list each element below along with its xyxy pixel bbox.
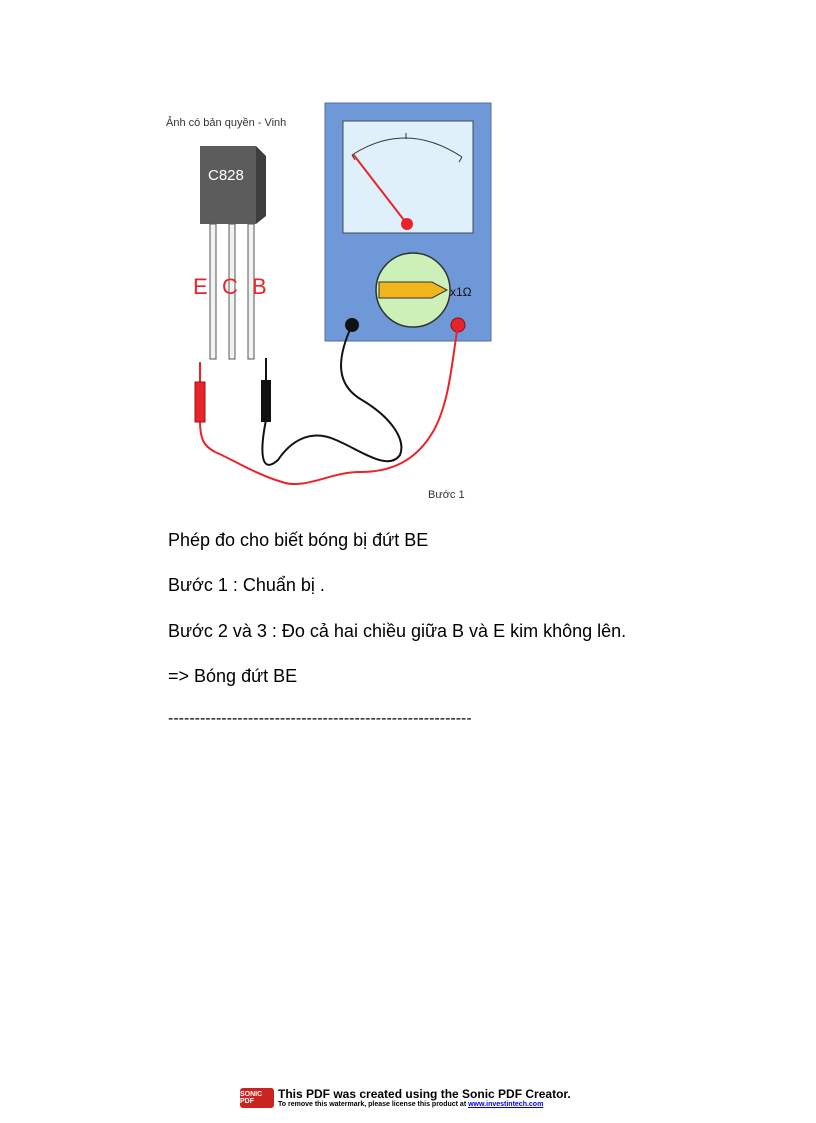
transistor-label: C828 — [208, 167, 244, 184]
pdf-watermark: SONIC PDF This PDF was created using the… — [240, 1086, 600, 1110]
red-probe — [194, 362, 206, 423]
red-wire — [199, 324, 459, 486]
copyright-text: Ảnh có bản quyền - Vinh — [166, 116, 286, 129]
transistor: C828 E C B — [193, 146, 267, 360]
watermark-brand: Sonic PDF Creator. — [462, 1087, 571, 1101]
black-wire — [261, 324, 403, 466]
watermark-link[interactable]: www.investintech.com — [468, 1101, 544, 1108]
diagram-svg: Ảnh có bản quyền - Vinh C828 E C B — [166, 102, 492, 501]
watermark-line2-prefix: To remove this watermark, please license… — [278, 1101, 469, 1108]
meter-face — [342, 120, 474, 234]
black-probe — [261, 358, 271, 422]
transistor-body — [200, 146, 256, 224]
paragraph-diagnosis: Phép đo cho biết bóng bị đứt BE — [168, 530, 429, 550]
paragraph-conclusion: => Bóng đứt BE — [168, 666, 298, 686]
pin-c — [228, 223, 236, 360]
multimeter-diagram: Ảnh có bản quyền - Vinh C828 E C B — [160, 100, 500, 510]
pin-e — [209, 223, 217, 360]
separator-line: ----------------------------------------… — [168, 710, 472, 727]
paragraph-step1: Bước 1 : Chuẩn bị . — [168, 575, 325, 595]
multimeter: x1Ω — [324, 102, 492, 342]
watermark-line1: This PDF was created using the Sonic PDF… — [278, 1088, 571, 1100]
selector-pointer — [378, 281, 449, 299]
meter-needle — [352, 153, 408, 225]
red-probe-handle — [194, 381, 206, 423]
pin-b — [247, 223, 255, 360]
watermark-line2: To remove this watermark, please license… — [278, 1101, 571, 1108]
range-label: x1Ω — [450, 285, 472, 299]
step-caption: Bước 1 — [428, 489, 465, 501]
watermark-line1-prefix: This PDF was created using the — [278, 1087, 463, 1101]
black-probe-handle — [261, 380, 271, 422]
sonic-pdf-logo: SONIC PDF — [240, 1088, 274, 1108]
pin-label-e: E — [193, 274, 208, 299]
pin-label-b: B — [252, 274, 267, 299]
logo-text: SONIC PDF — [240, 1091, 263, 1105]
paragraph-step2-3: Bước 2 và 3 : Đo cả hai chiều giữa B và … — [168, 621, 627, 641]
needle-pivot — [401, 218, 413, 230]
watermark-text: This PDF was created using the Sonic PDF… — [278, 1088, 571, 1108]
pin-label-c: C — [222, 274, 238, 299]
